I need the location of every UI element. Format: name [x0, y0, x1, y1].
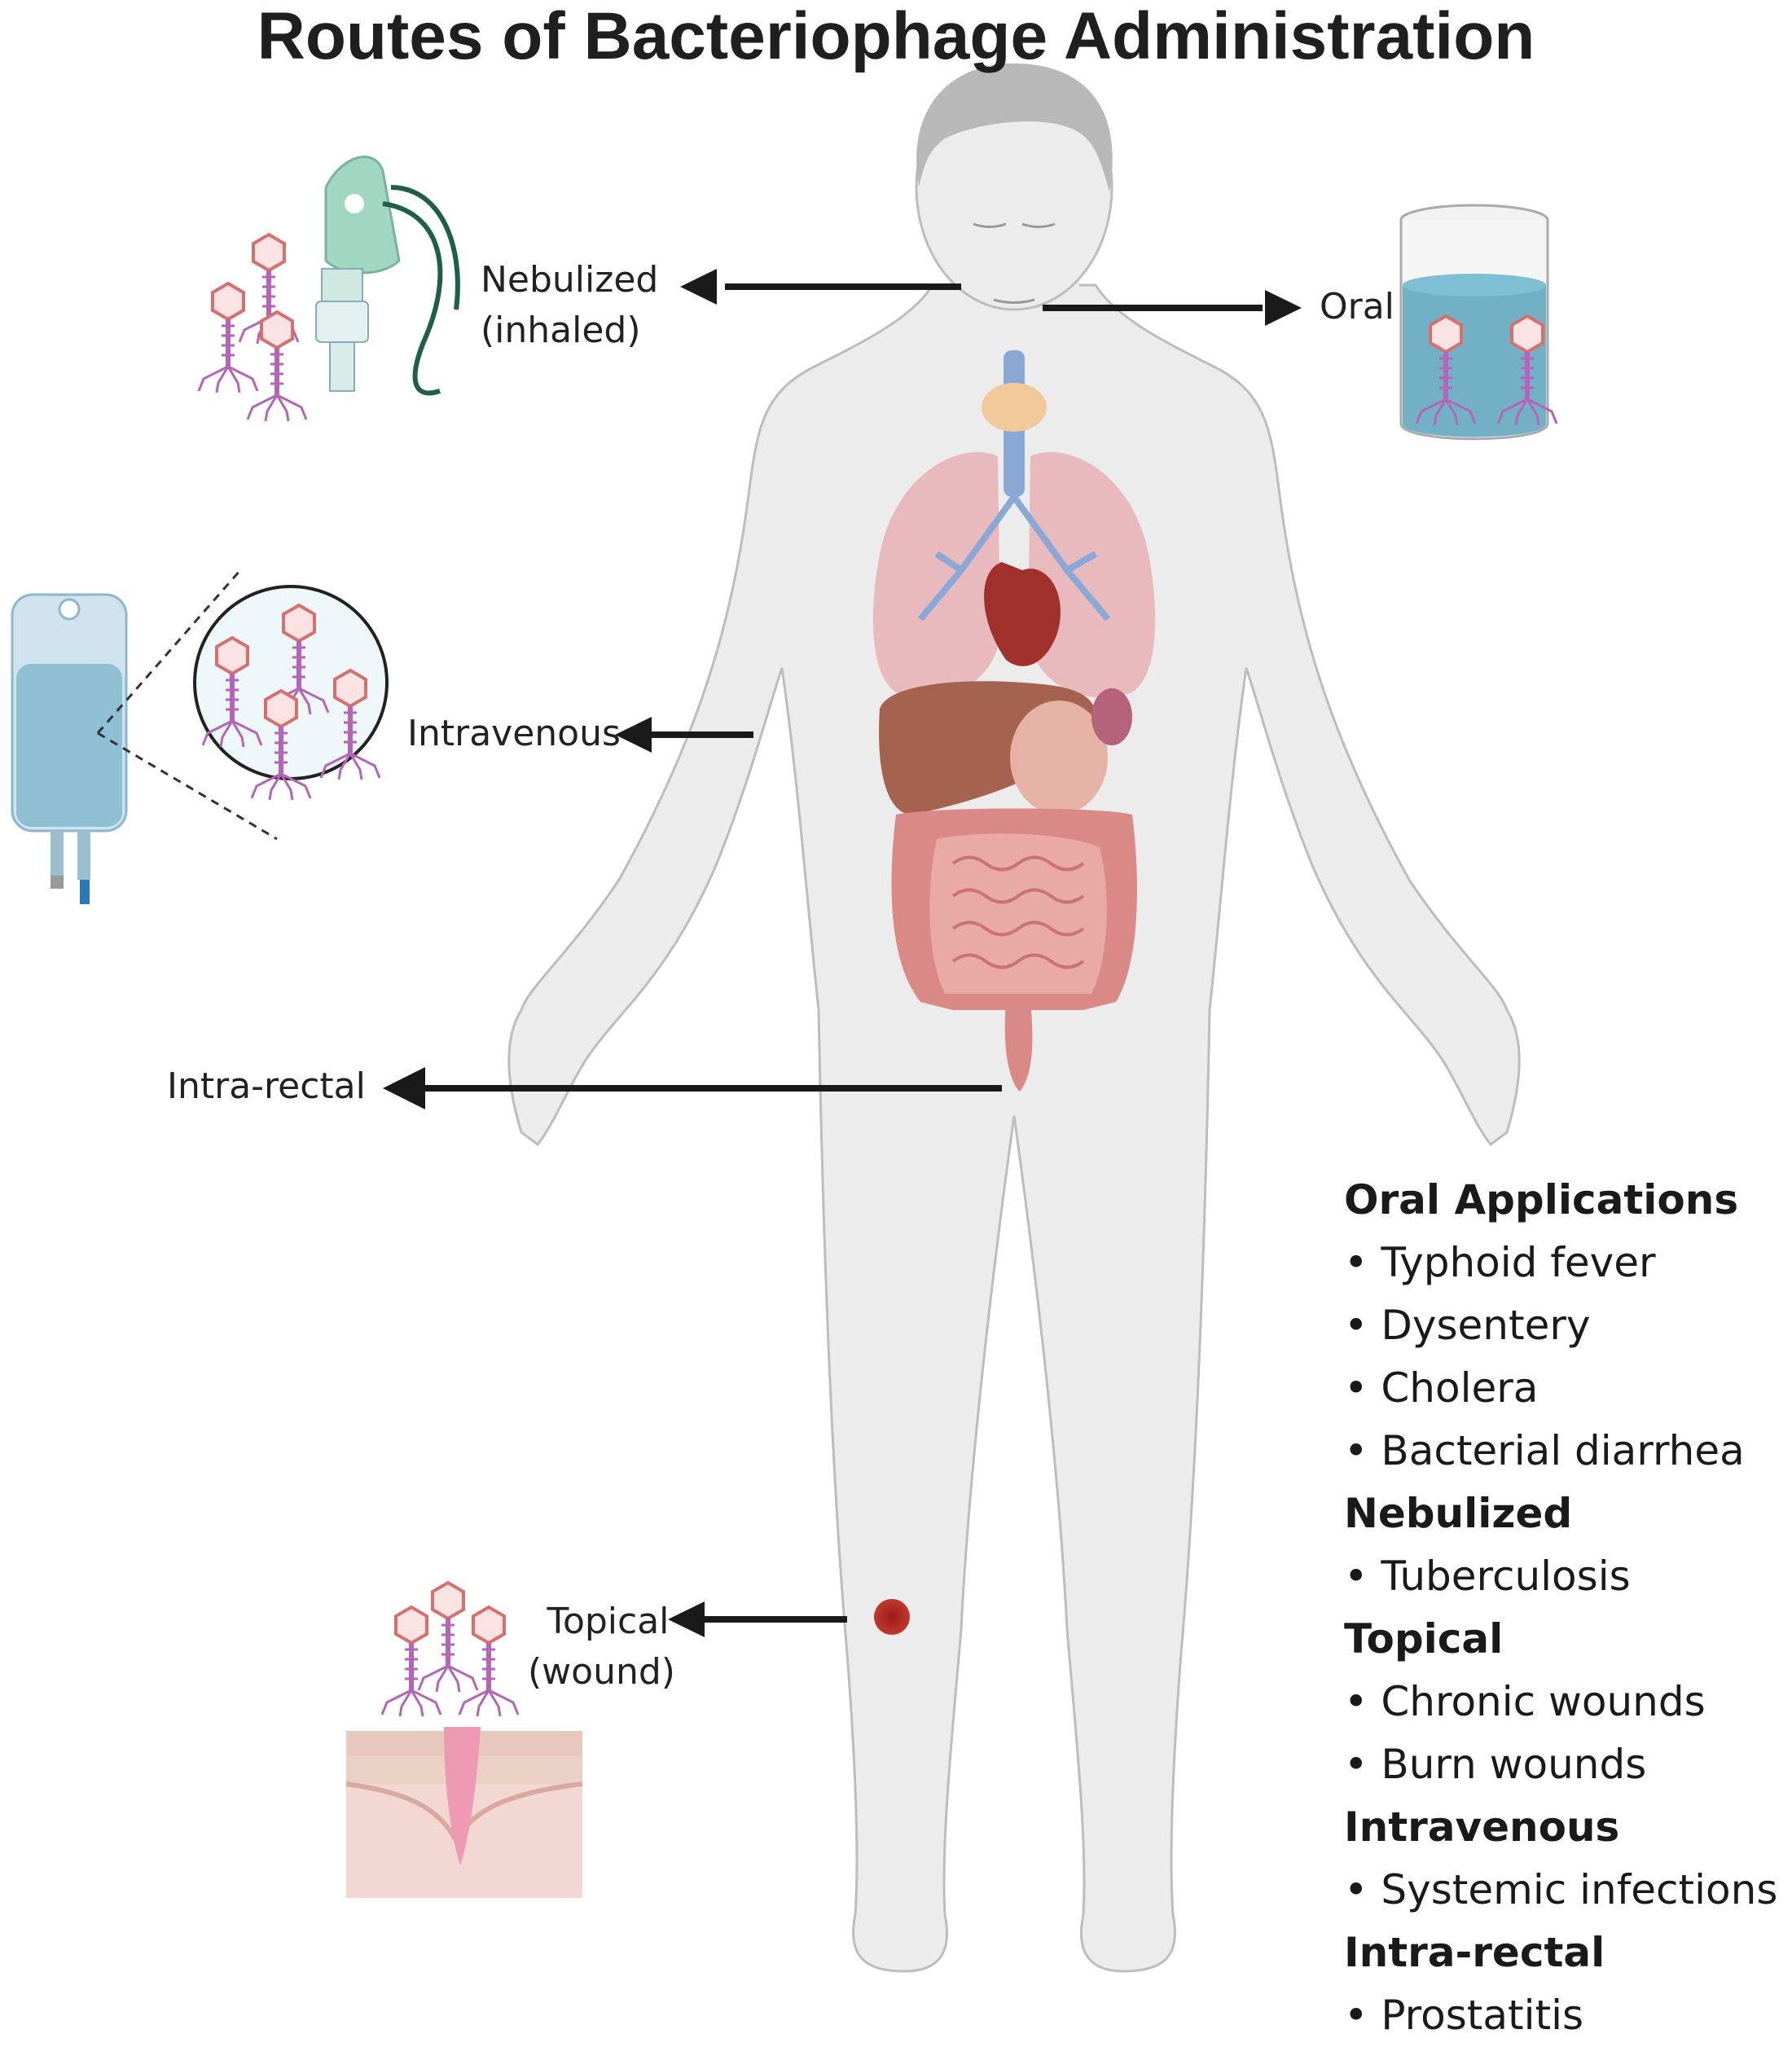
stomach	[1010, 701, 1108, 815]
label-nebulized-line2: (inhaled)	[481, 310, 641, 351]
heading-oral-applications: Oral Applications	[1344, 1176, 1739, 1223]
label-intra-rectal-text: Intra-rectal	[167, 1065, 366, 1107]
list-item: • Dysentery	[1344, 1302, 1591, 1349]
phage-icon	[382, 1607, 441, 1716]
label-nebulized: Nebulized (inhaled)	[481, 255, 658, 356]
label-topical: Topical (wound)	[528, 1597, 675, 1698]
left-lung	[872, 452, 1000, 698]
list-item: • Prostatitis	[1344, 1992, 1584, 2039]
phage-icon	[459, 1607, 518, 1716]
body-silhouette	[507, 283, 1521, 1973]
label-topical-line2: (wound)	[528, 1651, 675, 1693]
label-oral: Oral	[1320, 282, 1395, 332]
phage-icon	[248, 312, 306, 421]
right-lung	[1028, 452, 1156, 698]
diagram-title: Routes of Bacteriophage Administration	[0, 0, 1792, 73]
arrow-topical	[668, 1601, 847, 1637]
skin-wound-cross-section-icon	[345, 1727, 583, 1898]
rectum	[1004, 1002, 1033, 1092]
list-item: • Tuberculosis	[1344, 1553, 1631, 1600]
title-text: Routes of Bacteriophage Administration	[257, 0, 1535, 73]
list-item: • Systemic infections	[1344, 1866, 1778, 1913]
heading-nebulized: Nebulized	[1344, 1490, 1573, 1537]
arrow-oral	[1043, 290, 1302, 326]
arrow-intra-rectal	[383, 1067, 1002, 1109]
phage-icon	[419, 1583, 477, 1692]
label-intravenous: Intravenous	[407, 709, 621, 759]
arrow-nebulized	[680, 269, 1006, 305]
kidney	[1091, 688, 1132, 745]
label-intra-rectal: Intra-rectal	[167, 1061, 366, 1112]
label-oral-text: Oral	[1320, 286, 1395, 327]
list-item: • Cholera	[1344, 1364, 1539, 1412]
label-topical-line1: Topical	[547, 1601, 670, 1642]
human-body	[507, 63, 1521, 1973]
iv-bag-icon	[11, 569, 278, 904]
label-intravenous-text: Intravenous	[407, 713, 621, 754]
list-item: • Typhoid fever	[1344, 1239, 1656, 1286]
heading-topical: Topical	[1344, 1615, 1504, 1663]
wound-icon	[874, 1599, 910, 1635]
heading-intra-rectal: Intra-rectal	[1344, 1929, 1605, 1976]
nebulizer-mask-icon	[315, 156, 460, 396]
heart	[984, 562, 1061, 666]
arrow-intravenous	[615, 717, 753, 753]
list-item: • Burn wounds	[1344, 1741, 1647, 1788]
list-item: • Bacterial diarrhea	[1344, 1427, 1745, 1474]
thyroid	[982, 383, 1047, 432]
applications-list: Oral Applications • Typhoid fever • Dyse…	[1344, 1169, 1792, 2047]
small-intestine	[929, 833, 1107, 994]
hair	[916, 63, 1113, 191]
label-nebulized-line1: Nebulized	[481, 259, 659, 301]
list-item: • Chronic wounds	[1344, 1678, 1706, 1725]
phage-icon	[199, 283, 257, 393]
heading-intravenous: Intravenous	[1344, 1803, 1620, 1851]
